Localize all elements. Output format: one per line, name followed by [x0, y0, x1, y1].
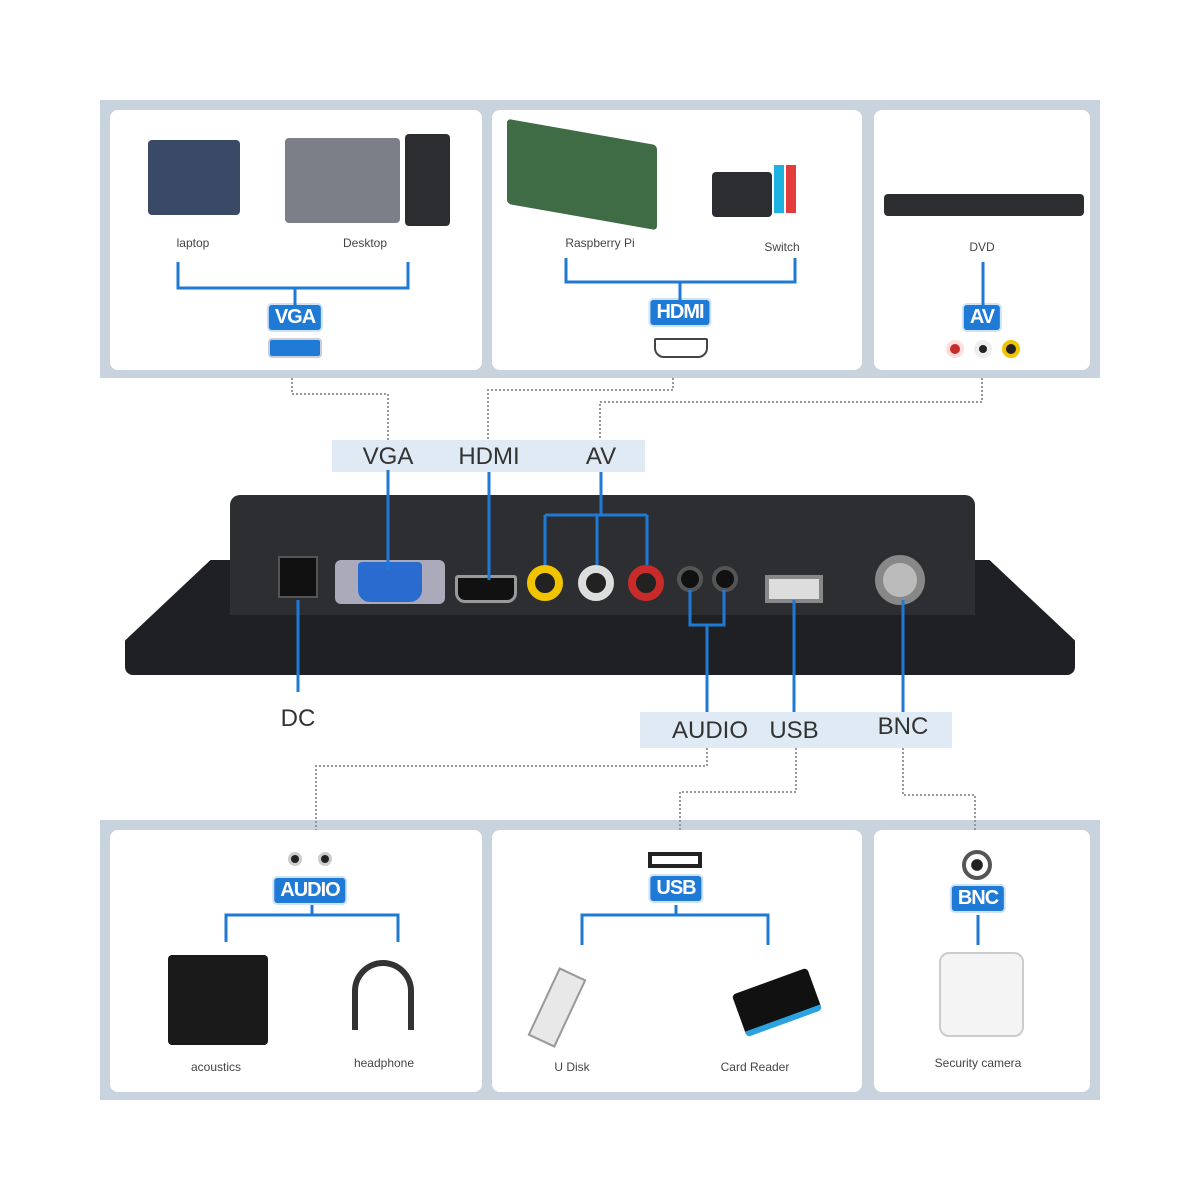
audio-panel: AUDIO acoustics headphone	[110, 830, 482, 1092]
hdmi-connector-icon	[654, 338, 708, 358]
switch-image	[712, 172, 772, 217]
av-red-port	[628, 565, 664, 601]
device-label: Raspberry Pi	[565, 236, 635, 250]
av-badge: AV	[963, 305, 1001, 330]
switch-joycon-red	[786, 165, 796, 213]
switch-joycon-blue	[774, 165, 784, 213]
vga-port-label: VGA	[362, 443, 414, 470]
device-label: laptop	[176, 236, 210, 250]
av-white-port	[578, 565, 614, 601]
dc-port	[278, 556, 318, 598]
bnc-panel: BNC Security camera	[874, 830, 1090, 1092]
av-panel: DVD AV	[874, 110, 1090, 370]
device-label: Security camera	[934, 1056, 1022, 1070]
dvd-image	[884, 194, 1084, 216]
desktop-image	[285, 138, 400, 223]
device-label: Card Reader	[720, 1060, 790, 1074]
headphone-image	[352, 960, 414, 1030]
vga-panel: laptop Desktop VGA	[110, 110, 482, 370]
device-label: headphone	[353, 1056, 415, 1070]
dc-port-label: DC	[280, 705, 316, 732]
bnc-port-label: BNC	[877, 713, 929, 740]
hdmi-badge: HDMI	[650, 300, 710, 325]
yellow-rca-icon	[1002, 340, 1020, 358]
hdmi-port	[455, 575, 517, 603]
speakers-image	[168, 955, 268, 1045]
device-label: U Disk	[554, 1060, 590, 1074]
input-label-strip	[332, 440, 645, 472]
bnc-port	[875, 555, 925, 605]
vga-badge: VGA	[268, 305, 322, 330]
usb-port-label: USB	[769, 717, 819, 744]
usb-panel: USB U Disk Card Reader	[492, 830, 862, 1092]
av-yellow-port	[527, 565, 563, 601]
white-rca-icon	[974, 340, 992, 358]
pc-tower-image	[405, 134, 450, 226]
device-label: acoustics	[190, 1060, 242, 1074]
bnc-badge: BNC	[951, 886, 1005, 911]
output-label-strip	[640, 712, 952, 748]
vga-connector-icon	[268, 338, 322, 358]
hdmi-port-label: HDMI	[458, 443, 520, 470]
audio-jack-icon	[288, 852, 302, 866]
usb-badge: USB	[650, 876, 702, 901]
hdmi-panel: Raspberry Pi Switch HDMI	[492, 110, 862, 370]
vga-port-socket	[358, 562, 422, 602]
device-label: Desktop	[342, 236, 388, 250]
device-label: DVD	[969, 240, 995, 254]
audio-jack-icon	[318, 852, 332, 866]
laptop-image	[148, 140, 240, 215]
device-label: Switch	[764, 240, 800, 254]
usb-icon	[648, 852, 702, 868]
security-camera-image	[939, 952, 1024, 1037]
audio-badge: AUDIO	[274, 878, 346, 903]
av-port-label: AV	[585, 443, 617, 470]
bnc-connector-icon	[962, 850, 992, 880]
red-rca-icon	[946, 340, 964, 358]
audio-port-label: AUDIO	[671, 717, 749, 744]
